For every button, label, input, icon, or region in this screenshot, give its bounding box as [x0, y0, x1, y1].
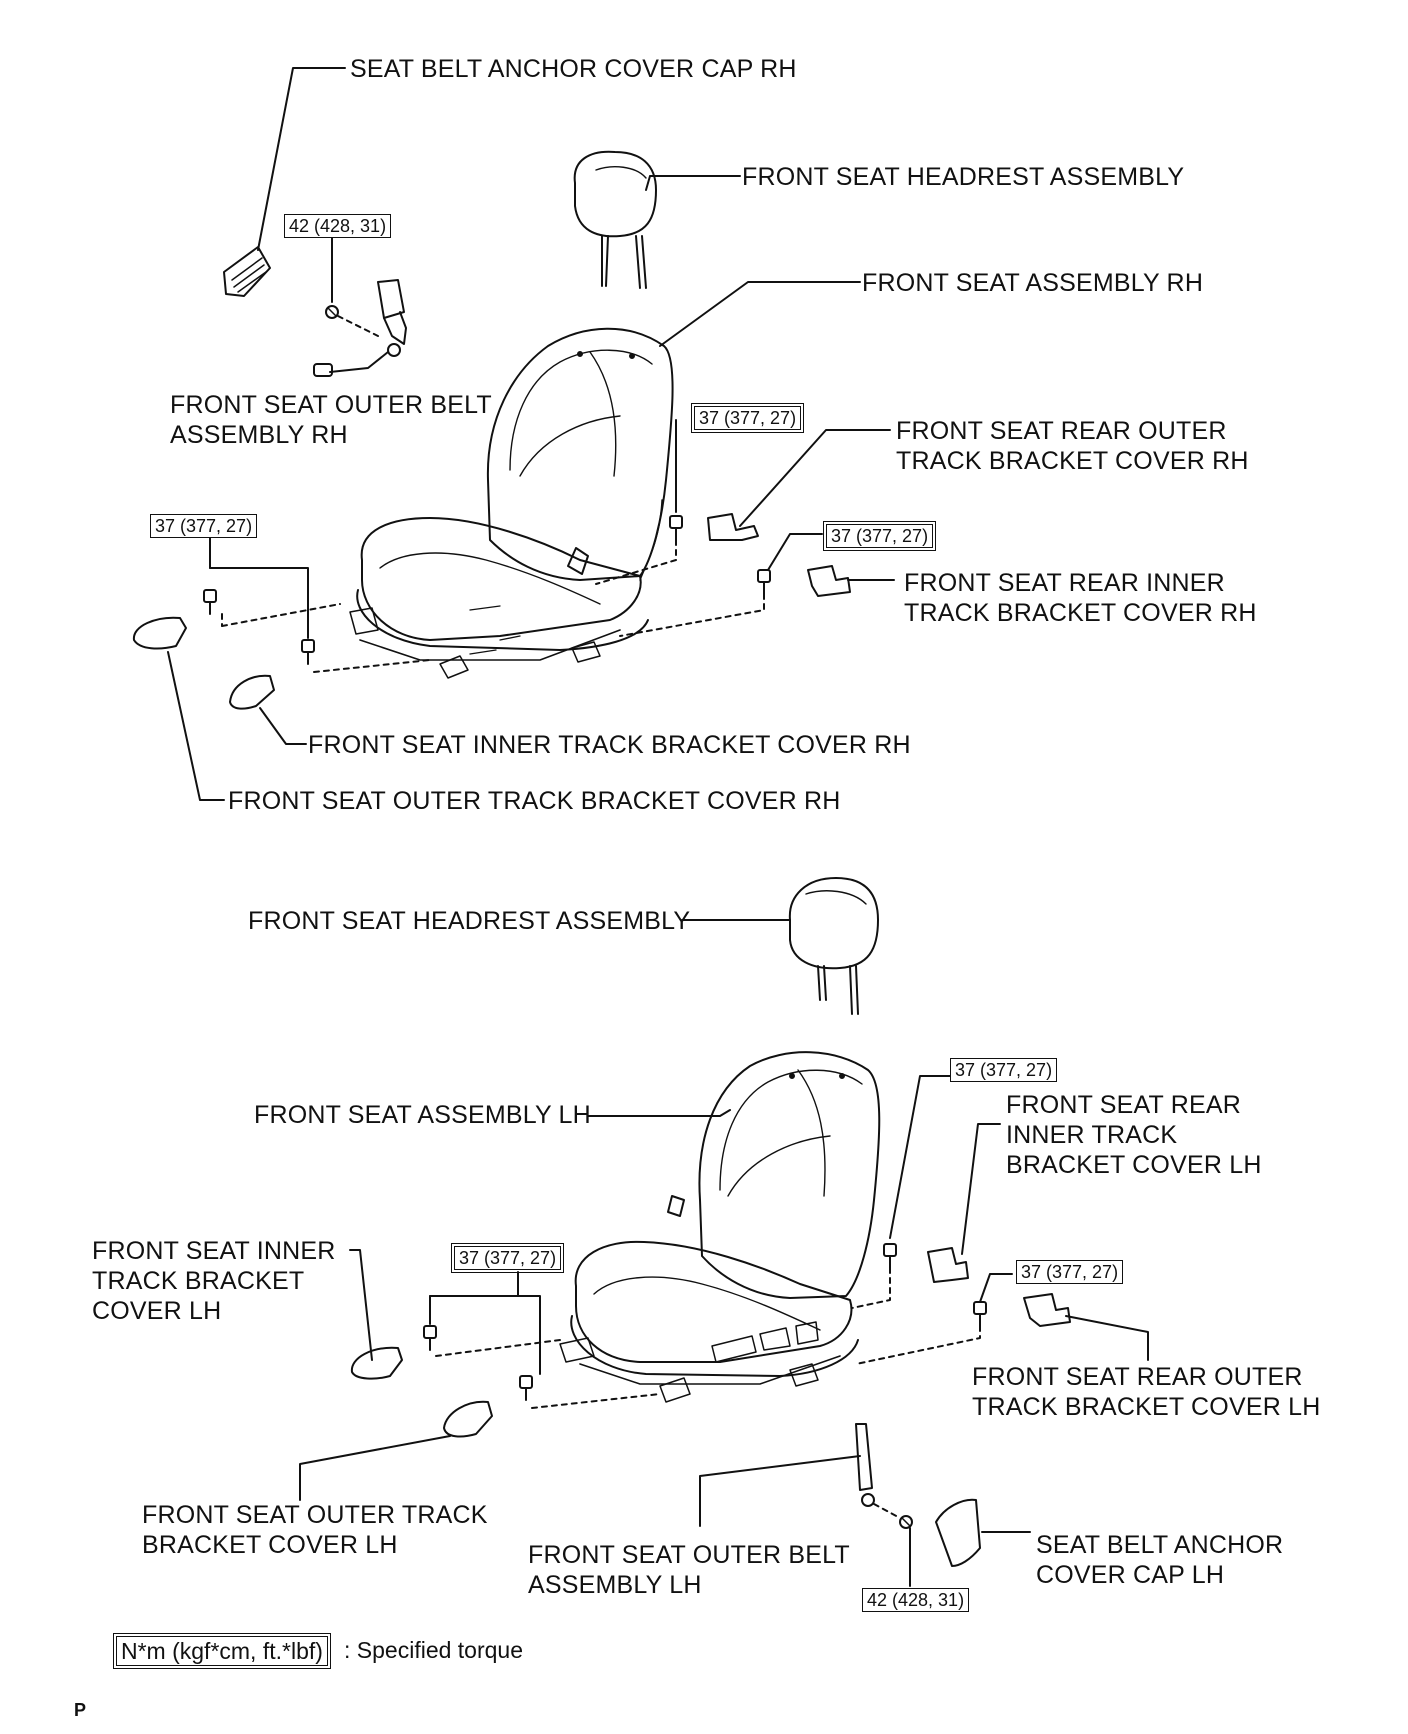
- bolt-lh-front-outer: [423, 1325, 437, 1351]
- bolt-rh-belt: [325, 305, 339, 319]
- label-front-seat-inner-track-bracket-cover-lh: FRONT SEAT INNER TRACK BRACKET COVER LH: [92, 1237, 336, 1325]
- label-front-seat-outer-track-bracket-cover-rh: FRONT SEAT OUTER TRACK BRACKET COVER RH: [228, 787, 841, 815]
- outer-belt-lh-part: [855, 1423, 875, 1507]
- leader-line: [349, 1249, 373, 1361]
- label-front-seat-outer-belt-assembly-lh: FRONT SEAT OUTER BELT ASSEMBLY LH: [528, 1541, 850, 1599]
- label-front-seat-rear-inner-track-bracket-cover-rh: FRONT SEAT REAR INNER TRACK BRACKET COVE…: [904, 569, 1257, 627]
- bolt-rh-rear-outer: [669, 515, 683, 541]
- dashed-line: [873, 1503, 901, 1519]
- bolt-lh-rear-outer: [883, 1243, 897, 1269]
- leader-line: [659, 281, 861, 347]
- label-seat-belt-anchor-cover-cap-lh: SEAT BELT ANCHOR COVER CAP LH: [1036, 1531, 1284, 1589]
- leader-line: [767, 533, 823, 571]
- inner-track-cover-rh-part: [229, 674, 275, 710]
- leader-line: [209, 567, 309, 639]
- label-front-seat-assembly-lh: FRONT SEAT ASSEMBLY LH: [254, 1101, 591, 1129]
- dashed-line: [595, 539, 677, 585]
- leader-line: [889, 1075, 951, 1239]
- dashed-line: [619, 593, 765, 637]
- label-front-seat-headrest-assembly-lh: FRONT SEAT HEADREST ASSEMBLY: [248, 907, 691, 935]
- rear-inner-track-cover-lh-part: [927, 1247, 969, 1283]
- dashed-line: [337, 315, 379, 337]
- leader-line: [167, 651, 225, 801]
- torque-spec-front-bolts-rh: 37 (377, 27): [150, 514, 258, 538]
- leader-line: [645, 175, 741, 191]
- label-front-seat-outer-track-bracket-cover-lh: FRONT SEAT OUTER TRACK BRACKET COVER LH: [142, 1501, 488, 1559]
- seat-assembly-rh-part: [349, 327, 674, 679]
- anchor-cover-cap-lh-part: [935, 1498, 981, 1567]
- torque-spec-rear-inner-bolt-lh: 37 (377, 27): [1016, 1260, 1124, 1284]
- leader-line: [961, 1123, 1001, 1255]
- dashed-line: [531, 1393, 661, 1409]
- leader-line: [979, 1273, 1013, 1303]
- leader-line: [699, 1455, 861, 1527]
- leader-line: [257, 67, 346, 251]
- headrest-lh-part: [788, 877, 879, 1015]
- inner-track-cover-lh-part: [350, 1346, 403, 1380]
- dashed-line: [221, 603, 341, 627]
- seat-assembly-lh-part: [559, 1051, 881, 1403]
- label-front-seat-rear-outer-track-bracket-cover-lh: FRONT SEAT REAR OUTER TRACK BRACKET COVE…: [972, 1363, 1321, 1421]
- legend-torque-units-box: N*m (kgf*cm, ft.*lbf): [113, 1633, 331, 1669]
- torque-spec-rear-inner-bolt-rh: 37 (377, 27): [822, 521, 937, 551]
- label-front-seat-outer-belt-assembly-rh: FRONT SEAT OUTER BELT ASSEMBLY RH: [170, 391, 492, 449]
- torque-spec-rear-outer-bolt-rh: 37 (377, 27): [690, 403, 805, 433]
- rear-outer-track-cover-lh-part: [1023, 1293, 1071, 1327]
- outer-track-cover-lh-part: [443, 1400, 493, 1438]
- bolt-lh-front-inner: [519, 1375, 533, 1401]
- torque-spec-belt-anchor-bolt-lh: 42 (428, 31): [862, 1588, 970, 1612]
- bolt-rh-front-outer: [203, 589, 217, 615]
- label-front-seat-rear-outer-track-bracket-cover-rh: FRONT SEAT REAR OUTER TRACK BRACKET COVE…: [896, 417, 1249, 475]
- legend-specified-torque-text: : Specified torque: [344, 1637, 524, 1663]
- rear-outer-track-cover-rh-part: [707, 513, 759, 541]
- leader-line: [259, 707, 307, 745]
- outer-track-cover-rh-part: [132, 616, 187, 650]
- bolt-lh-rear-inner: [973, 1301, 987, 1327]
- dashed-line: [435, 1339, 561, 1357]
- bolt-rh-rear-inner: [757, 569, 771, 595]
- dashed-line: [851, 1267, 891, 1309]
- torque-spec-rear-outer-bolt-lh: 37 (377, 27): [950, 1058, 1058, 1082]
- leader-line: [587, 1109, 731, 1117]
- label-front-seat-inner-track-bracket-cover-rh: FRONT SEAT INNER TRACK BRACKET COVER RH: [308, 731, 911, 759]
- label-front-seat-headrest-assembly-rh: FRONT SEAT HEADREST ASSEMBLY: [742, 163, 1185, 191]
- dashed-line: [313, 659, 431, 673]
- label-front-seat-rear-inner-track-bracket-cover-lh: FRONT SEAT REAR INNER TRACK BRACKET COVE…: [1006, 1091, 1262, 1179]
- leader-line: [429, 1295, 541, 1375]
- corner-mark: P: [74, 1700, 87, 1720]
- dashed-line: [855, 1325, 981, 1365]
- torque-spec-belt-anchor-bolt-rh: 42 (428, 31): [284, 214, 392, 238]
- rear-inner-track-cover-rh-part: [807, 565, 851, 597]
- anchor-cover-cap-rh-part: [223, 246, 271, 297]
- leader-line: [1065, 1315, 1149, 1361]
- label-front-seat-assembly-rh: FRONT SEAT ASSEMBLY RH: [862, 269, 1204, 297]
- outer-belt-rh-part: [313, 279, 407, 377]
- headrest-rh-part: [573, 150, 657, 289]
- bolt-lh-belt: [899, 1515, 913, 1529]
- label-seat-belt-anchor-cover-cap-rh: SEAT BELT ANCHOR COVER CAP RH: [350, 55, 797, 83]
- torque-spec-front-bolts-lh: 37 (377, 27): [450, 1243, 565, 1273]
- bolt-rh-front-inner: [301, 639, 315, 665]
- leader-line: [299, 1435, 451, 1501]
- leader-line: [739, 429, 891, 527]
